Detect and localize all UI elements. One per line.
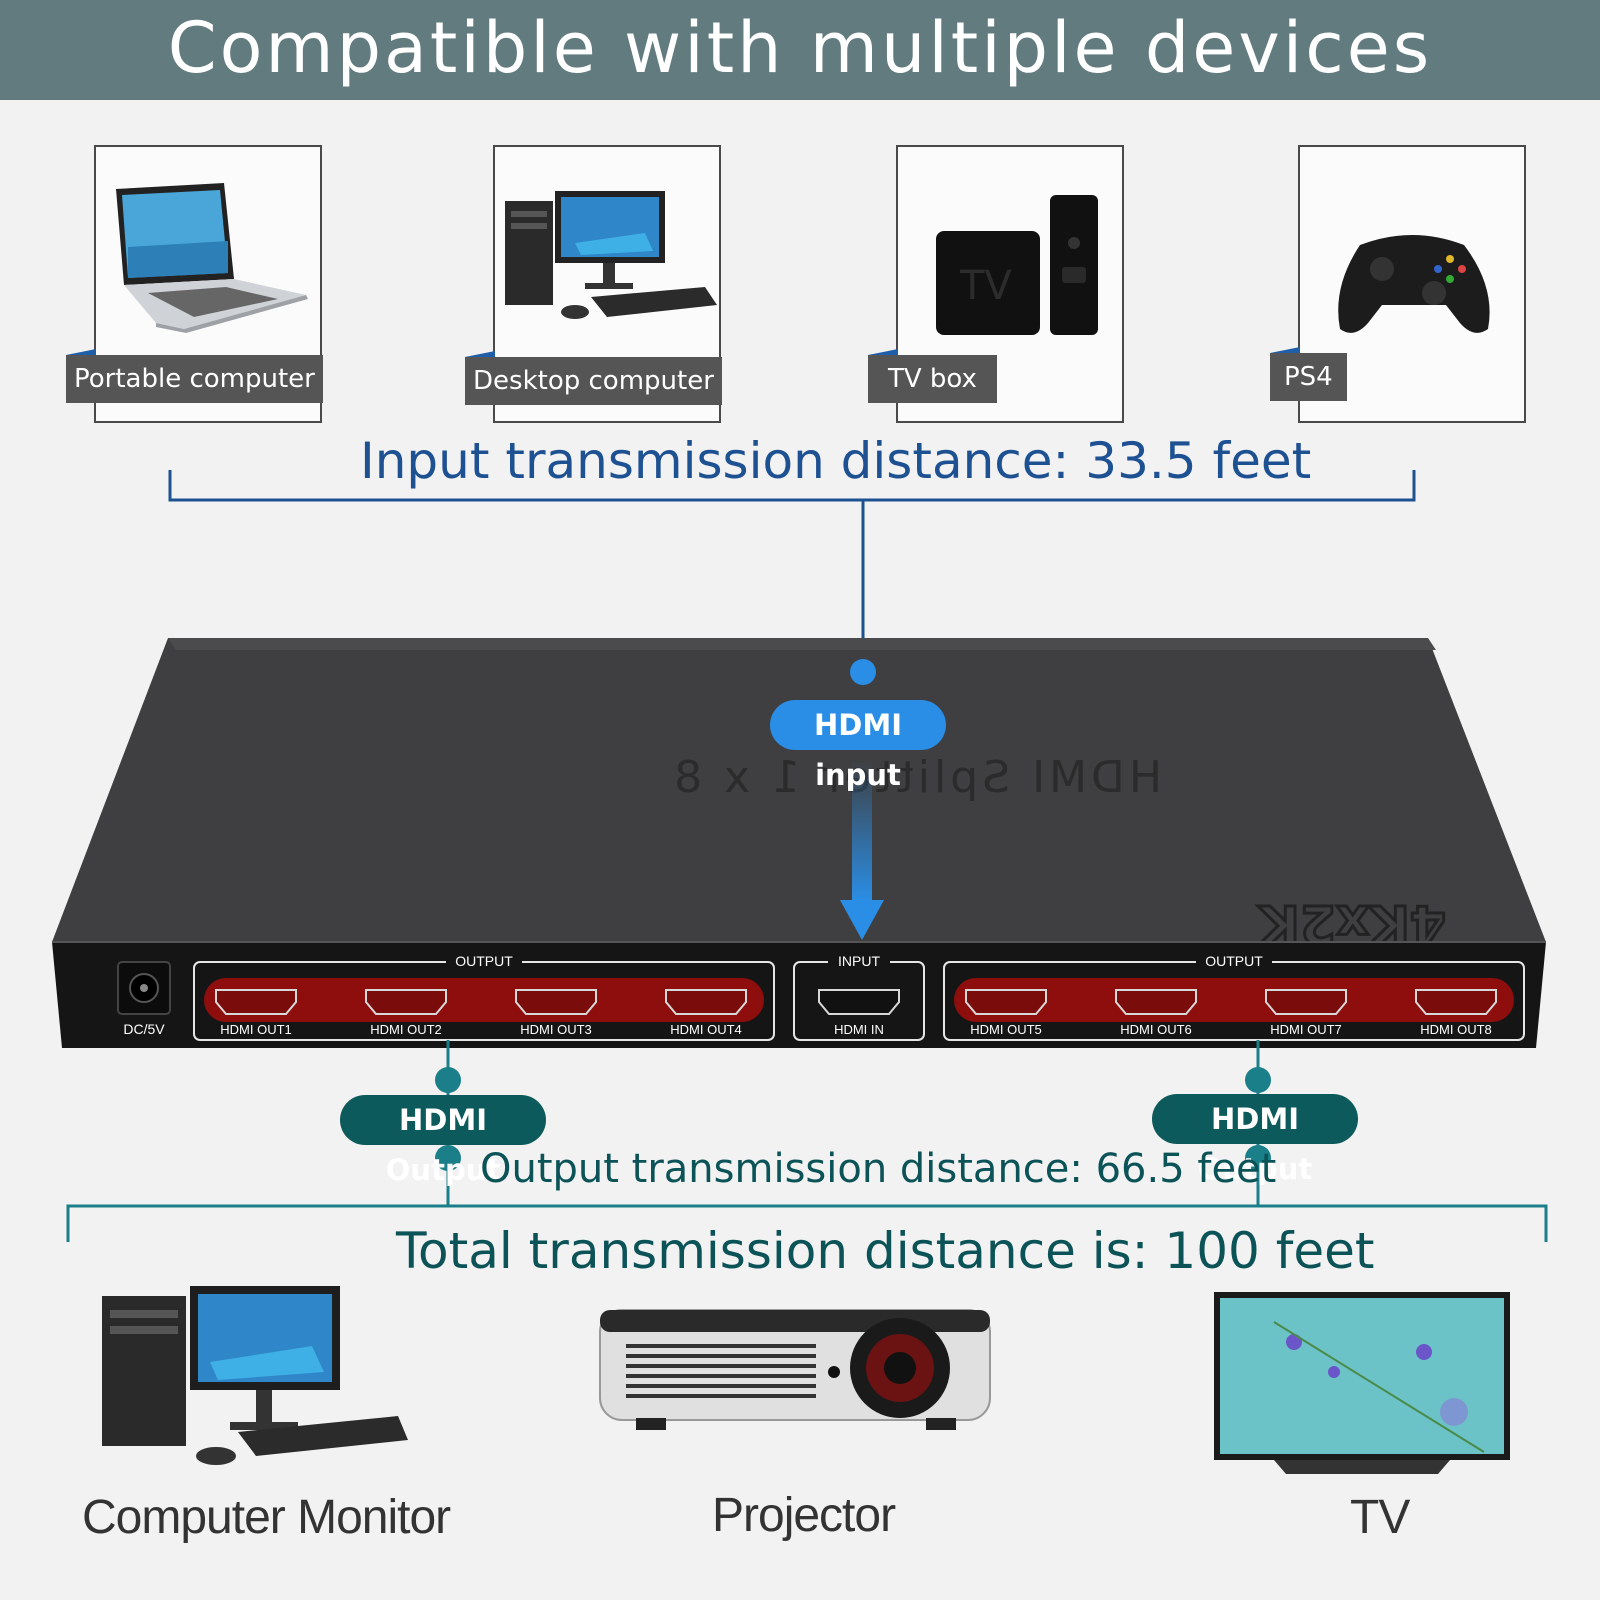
hdmi-out-port-1: HDMI OUT1 xyxy=(215,989,297,1037)
hdmi-out-port-3: HDMI OUT3 xyxy=(515,989,597,1037)
source-label-ps4: PS4 xyxy=(1270,347,1347,401)
hdmi-output-callout-right: HDMI Output xyxy=(1152,1094,1358,1186)
source-card-tv-box: TV TV box xyxy=(868,145,1124,423)
source-card-desktop-computer: Desktop computer xyxy=(465,145,722,423)
hdmi-out-port-8-label: HDMI OUT8 xyxy=(1420,1022,1492,1037)
tv-icon xyxy=(1214,1292,1510,1474)
source-card-portable-computer: Portable computer xyxy=(66,145,323,423)
source-label-portable-computer: Portable computer xyxy=(66,349,323,403)
svg-text:HDMI Splitter 1 x 8: HDMI Splitter 1 x 8 xyxy=(670,752,1162,803)
hdmi-out-port-3-label: HDMI OUT3 xyxy=(520,1022,592,1037)
hdmi-out-port-1-label: HDMI OUT1 xyxy=(220,1022,292,1037)
splitter-top-text: HDMI Splitter 1 x 8 xyxy=(670,752,1162,803)
hdmi-out-port-1-socket xyxy=(215,989,297,1015)
total-distance-label: Total transmission distance is: 100 feet xyxy=(396,1222,1375,1280)
hdmi-out-port-8-socket xyxy=(1415,989,1497,1015)
source-card-ps4: PS4 xyxy=(1270,145,1526,423)
output-group-right-label: OUTPUT xyxy=(1205,953,1263,969)
game-controller-icon xyxy=(1338,235,1490,333)
input-bracket xyxy=(168,470,1416,502)
computer-monitor-icon xyxy=(102,1286,408,1465)
svg-text:TV: TV xyxy=(959,263,1012,309)
hdmi-in-port-socket xyxy=(818,989,900,1015)
tv-box-icon: TV xyxy=(936,195,1098,335)
source-label-desktop-computer: Desktop computer xyxy=(465,351,722,405)
source-label-tv-box: TV box xyxy=(868,349,997,403)
hdmi-out-port-2-socket xyxy=(365,989,447,1015)
page-title: Compatible with multiple devices xyxy=(0,0,1600,100)
splitter-top xyxy=(52,638,1546,942)
hdmi-out-port-2-label: HDMI OUT2 xyxy=(370,1022,442,1037)
hdmi-output-callout-left: HDMI Output xyxy=(340,1095,546,1187)
input-group-label: INPUT xyxy=(838,953,880,969)
input-distance-label: Input transmission distance: 33.5 feet xyxy=(360,432,1312,490)
display-label-projector: Projector xyxy=(712,1489,896,1542)
input-arrow-shaft xyxy=(852,760,872,902)
hdmi-out-port-3-socket xyxy=(515,989,597,1015)
hdmi-out-port-4: HDMI OUT4 xyxy=(665,989,747,1037)
input-connector-dot xyxy=(850,659,876,685)
output-group-left-label: OUTPUT xyxy=(455,953,513,969)
display-label-tv: TV xyxy=(1350,1491,1410,1544)
output-distance-label: Output transmission distance: 66.5 feet xyxy=(480,1146,1277,1192)
hdmi-out-port-6-socket xyxy=(1115,989,1197,1015)
hdmi-out-port-7-socket xyxy=(1265,989,1347,1015)
hdmi-out-port-7: HDMI OUT7 xyxy=(1265,989,1347,1037)
hdmi-out-port-5-socket xyxy=(965,989,1047,1015)
hdmi-input-callout: HDMI input xyxy=(770,700,946,792)
hdmi-out-port-5-label: HDMI OUT5 xyxy=(970,1022,1042,1037)
desktop-computer-icon xyxy=(505,191,717,319)
laptop-icon xyxy=(116,183,308,333)
hdmi-out-port-5: HDMI OUT5 xyxy=(965,989,1047,1037)
hdmi-out-port-4-label: HDMI OUT4 xyxy=(670,1022,742,1037)
hdmi-out-port-4-socket xyxy=(665,989,747,1015)
hdmi-out-port-6-label: HDMI OUT6 xyxy=(1120,1022,1192,1037)
hdmi-in-port-label: HDMI IN xyxy=(834,1022,884,1037)
input-arrow-head xyxy=(840,900,884,940)
hdmi-out-port-7-label: HDMI OUT7 xyxy=(1270,1022,1342,1037)
projector-icon xyxy=(599,1309,991,1430)
hdmi-out-port-2: HDMI OUT2 xyxy=(365,989,447,1037)
display-label-computer-monitor: Computer Monitor xyxy=(82,1491,451,1544)
hdmi-in-port: HDMI IN xyxy=(818,989,900,1037)
total-bracket xyxy=(66,1204,1548,1242)
hdmi-out-port-8: HDMI OUT8 xyxy=(1415,989,1497,1037)
power-label: DC/5V xyxy=(123,1021,165,1037)
hdmi-out-port-6: HDMI OUT6 xyxy=(1115,989,1197,1037)
